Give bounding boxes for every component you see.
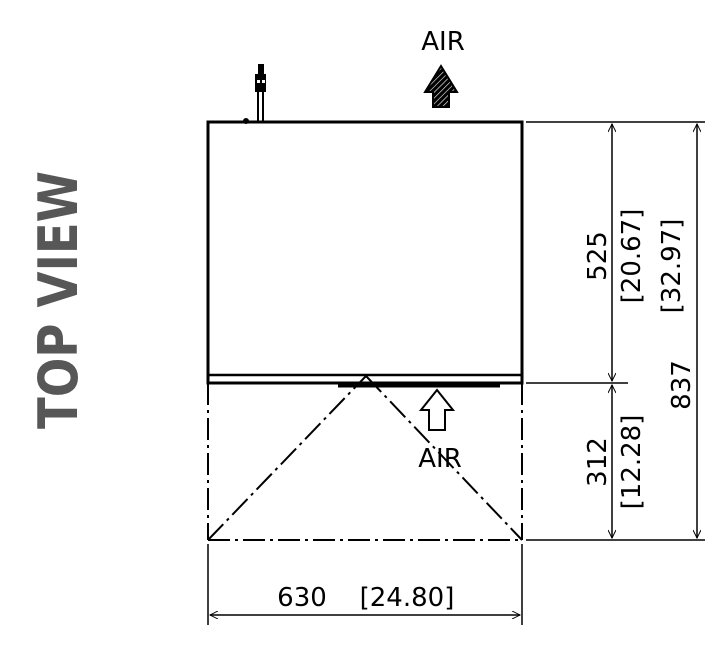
dim-door-depth-mm: 312 xyxy=(583,437,613,487)
dim-door-depth-in: [12.28] xyxy=(617,415,647,510)
extension-lines xyxy=(207,121,705,625)
air-exhaust-label: AIR xyxy=(421,27,465,57)
view-title: TOP VIEW xyxy=(27,171,90,429)
power-cord-icon xyxy=(243,64,266,124)
air-intake-arrow-icon xyxy=(418,388,456,431)
dimension-lines xyxy=(210,124,697,615)
dim-width-in: [24.80] xyxy=(360,583,455,613)
dim-total-depth-in: [32.97] xyxy=(657,219,687,314)
dim-body-depth-in: [20.67] xyxy=(617,209,647,304)
dim-body-depth-mm: 525 xyxy=(583,231,613,281)
air-exhaust-arrow-icon xyxy=(423,64,459,108)
cabinet-outline xyxy=(206,120,524,388)
air-intake-label: AIR xyxy=(418,444,462,474)
door-swing-area xyxy=(207,375,523,541)
dim-total-depth-mm: 837 xyxy=(667,360,697,410)
dim-width-mm: 630 xyxy=(277,583,327,613)
